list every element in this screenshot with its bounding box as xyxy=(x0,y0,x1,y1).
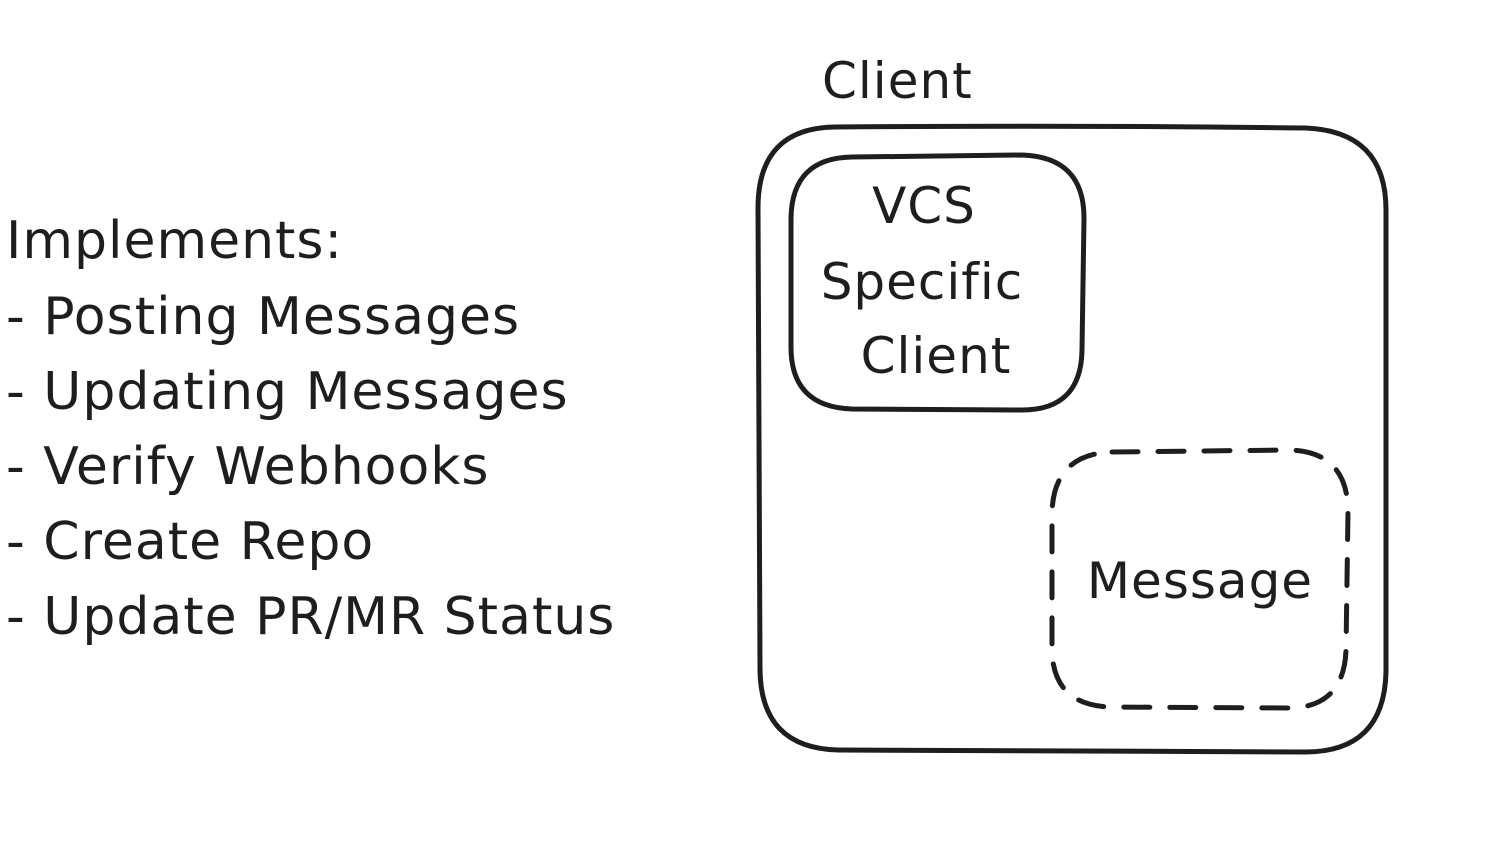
vcs-client-line: Client xyxy=(861,327,1012,385)
vcs-specific-client-label: VCS Specific Client xyxy=(821,177,1024,385)
implements-list: Implements: - Posting Messages - Updatin… xyxy=(6,211,615,647)
message-box xyxy=(1049,447,1351,711)
implements-item: - Create Repo xyxy=(6,512,374,572)
vcs-client-line: VCS xyxy=(872,177,976,235)
implements-item: - Updating Messages xyxy=(6,362,569,422)
implements-heading: Implements: xyxy=(6,211,343,271)
client-label: Client xyxy=(822,52,973,110)
message-label: Message xyxy=(1087,552,1313,610)
implements-item: - Verify Webhooks xyxy=(6,437,490,497)
implements-item: - Posting Messages xyxy=(6,287,520,347)
vcs-client-line: Specific xyxy=(821,253,1024,311)
implements-item: - Update PR/MR Status xyxy=(6,587,615,647)
client-container xyxy=(755,123,1389,755)
vcs-specific-client-box xyxy=(788,152,1087,413)
